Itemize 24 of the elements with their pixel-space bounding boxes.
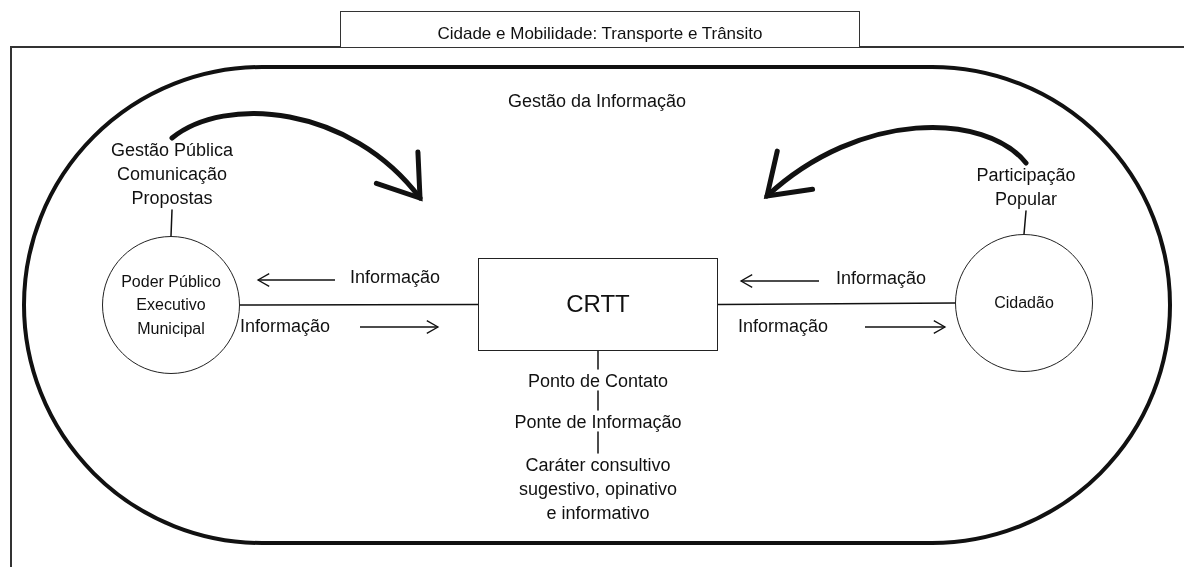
flow-label: Informação — [836, 268, 927, 289]
connector-line — [597, 390, 599, 411]
flow-label: Informação — [240, 316, 331, 337]
title-tab: Cidade e Mobilidade: Transporte e Trânsito — [340, 11, 860, 48]
node-text: CRTT — [565, 289, 631, 320]
process-box — [478, 258, 718, 351]
oval-heading: Gestão da Informação — [507, 91, 687, 112]
text-label: Caráter consultivo sugestivo, opinativo e informativo — [515, 453, 681, 525]
connector-line — [717, 302, 956, 306]
node-text: Cidadão — [993, 293, 1055, 314]
connector-line — [597, 431, 599, 454]
text-label: Ponto de Contato — [513, 369, 683, 391]
curved-arrow — [169, 111, 423, 201]
text-label: Participação Popular — [961, 163, 1091, 211]
text-label: Gestão Pública Comunicação Propostas — [102, 138, 242, 210]
connector-line — [170, 209, 173, 237]
connector-line — [1023, 210, 1027, 235]
curved-arrow — [764, 125, 1029, 199]
connector-line — [239, 303, 479, 306]
connector-line — [597, 350, 599, 370]
flow-label: Informação — [738, 316, 829, 337]
node-text: Poder Público Executivo Municipal — [120, 272, 222, 339]
flow-label: Informação — [350, 267, 441, 288]
text-label: Ponte de Informação — [493, 410, 703, 432]
